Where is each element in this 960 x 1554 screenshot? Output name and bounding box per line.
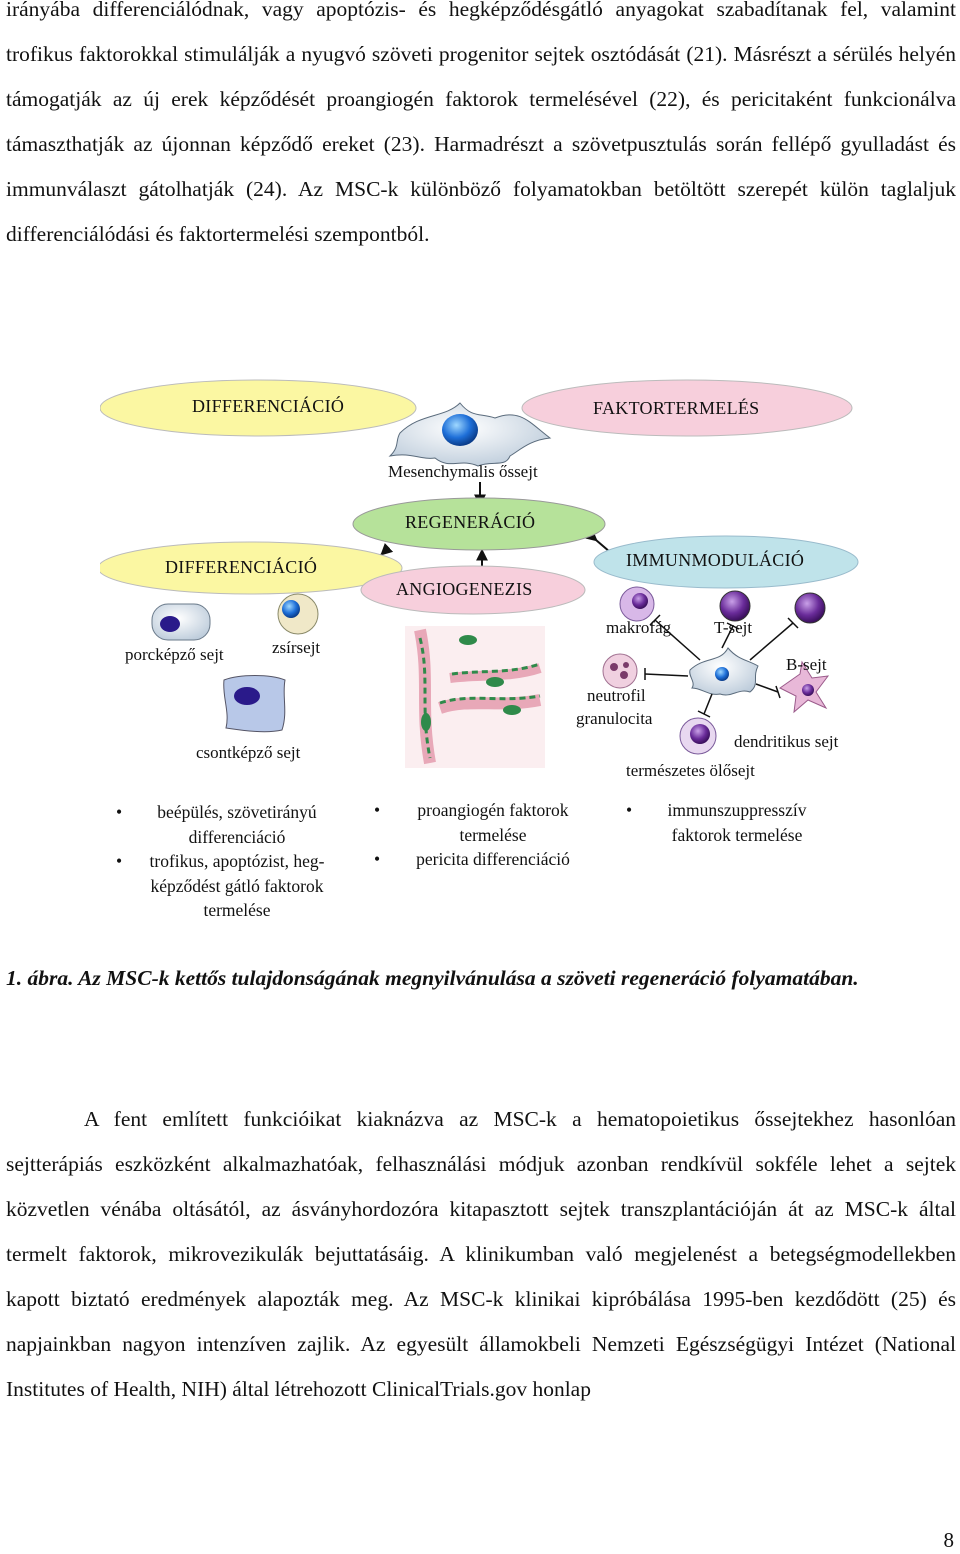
label-angiogenezis: ANGIOGENEZIS bbox=[396, 579, 533, 599]
msc-figure: DIFFERENCIÁCIÓ FAKTORTERMELÉS Mesenchyma… bbox=[100, 378, 880, 938]
inhibition-lines bbox=[644, 614, 799, 718]
figure-caption: 1. ábra. Az MSC-k kettős tulajdonságának… bbox=[6, 966, 859, 990]
label-tsejt: T-sejt bbox=[714, 618, 753, 637]
b-cell bbox=[794, 592, 826, 624]
label-faktortermeles: FAKTORTERMELÉS bbox=[593, 398, 760, 418]
list-item: •pericita differenciáció bbox=[374, 849, 570, 869]
page-number: 8 bbox=[943, 1528, 955, 1552]
oval-regeneracio bbox=[352, 497, 606, 551]
oval-faktortermeles bbox=[521, 379, 853, 437]
label-regeneracio: REGENERÁCIÓ bbox=[405, 512, 536, 532]
body-paragraph-1: irányába differenciálódnak, vagy apoptóz… bbox=[6, 0, 956, 246]
t-cell bbox=[719, 590, 751, 622]
label-differenciacio: DIFFERENCIÁCIÓ bbox=[165, 557, 318, 577]
bone-cell bbox=[223, 675, 286, 733]
oval-immunmodulacio bbox=[593, 535, 859, 589]
oval-differenciacio bbox=[100, 541, 403, 595]
vessel-illustration bbox=[405, 626, 545, 768]
label-differenciacio-top: DIFFERENCIÁCIÓ bbox=[192, 396, 345, 416]
msc-nucleus bbox=[442, 414, 478, 446]
label-immunmodulacio: IMMUNMODULÁCIÓ bbox=[626, 550, 805, 570]
label-termeszetes-olosejt: természetes ölősejt bbox=[626, 761, 755, 780]
figure-graphics bbox=[100, 379, 859, 768]
label-bsejt: B-sejt bbox=[786, 655, 827, 674]
label-neutrofil: neutrofil bbox=[587, 686, 646, 705]
label-csontkepzo: csontképző sejt bbox=[196, 743, 301, 762]
label-dendritikus: dendritikus sejt bbox=[734, 732, 839, 751]
list-item: •trofikus, apoptózist, heg-képződést gát… bbox=[116, 851, 325, 920]
oval-differenciacio-top bbox=[100, 379, 417, 437]
label-zsirsejt: zsírsejt bbox=[272, 638, 321, 657]
oval-angiogenezis bbox=[360, 565, 586, 615]
label-granulocita: granulocita bbox=[576, 709, 653, 728]
label-makrofag: makrofág bbox=[606, 618, 672, 637]
body-paragraph-2: A fent említett funkcióikat kiaknázva az… bbox=[6, 1107, 956, 1401]
label-mesenchymalis: Mesenchymalis őssejt bbox=[388, 462, 538, 481]
neutrophil-cell bbox=[602, 653, 638, 689]
label-porckepzo: porcképző sejt bbox=[125, 645, 224, 664]
